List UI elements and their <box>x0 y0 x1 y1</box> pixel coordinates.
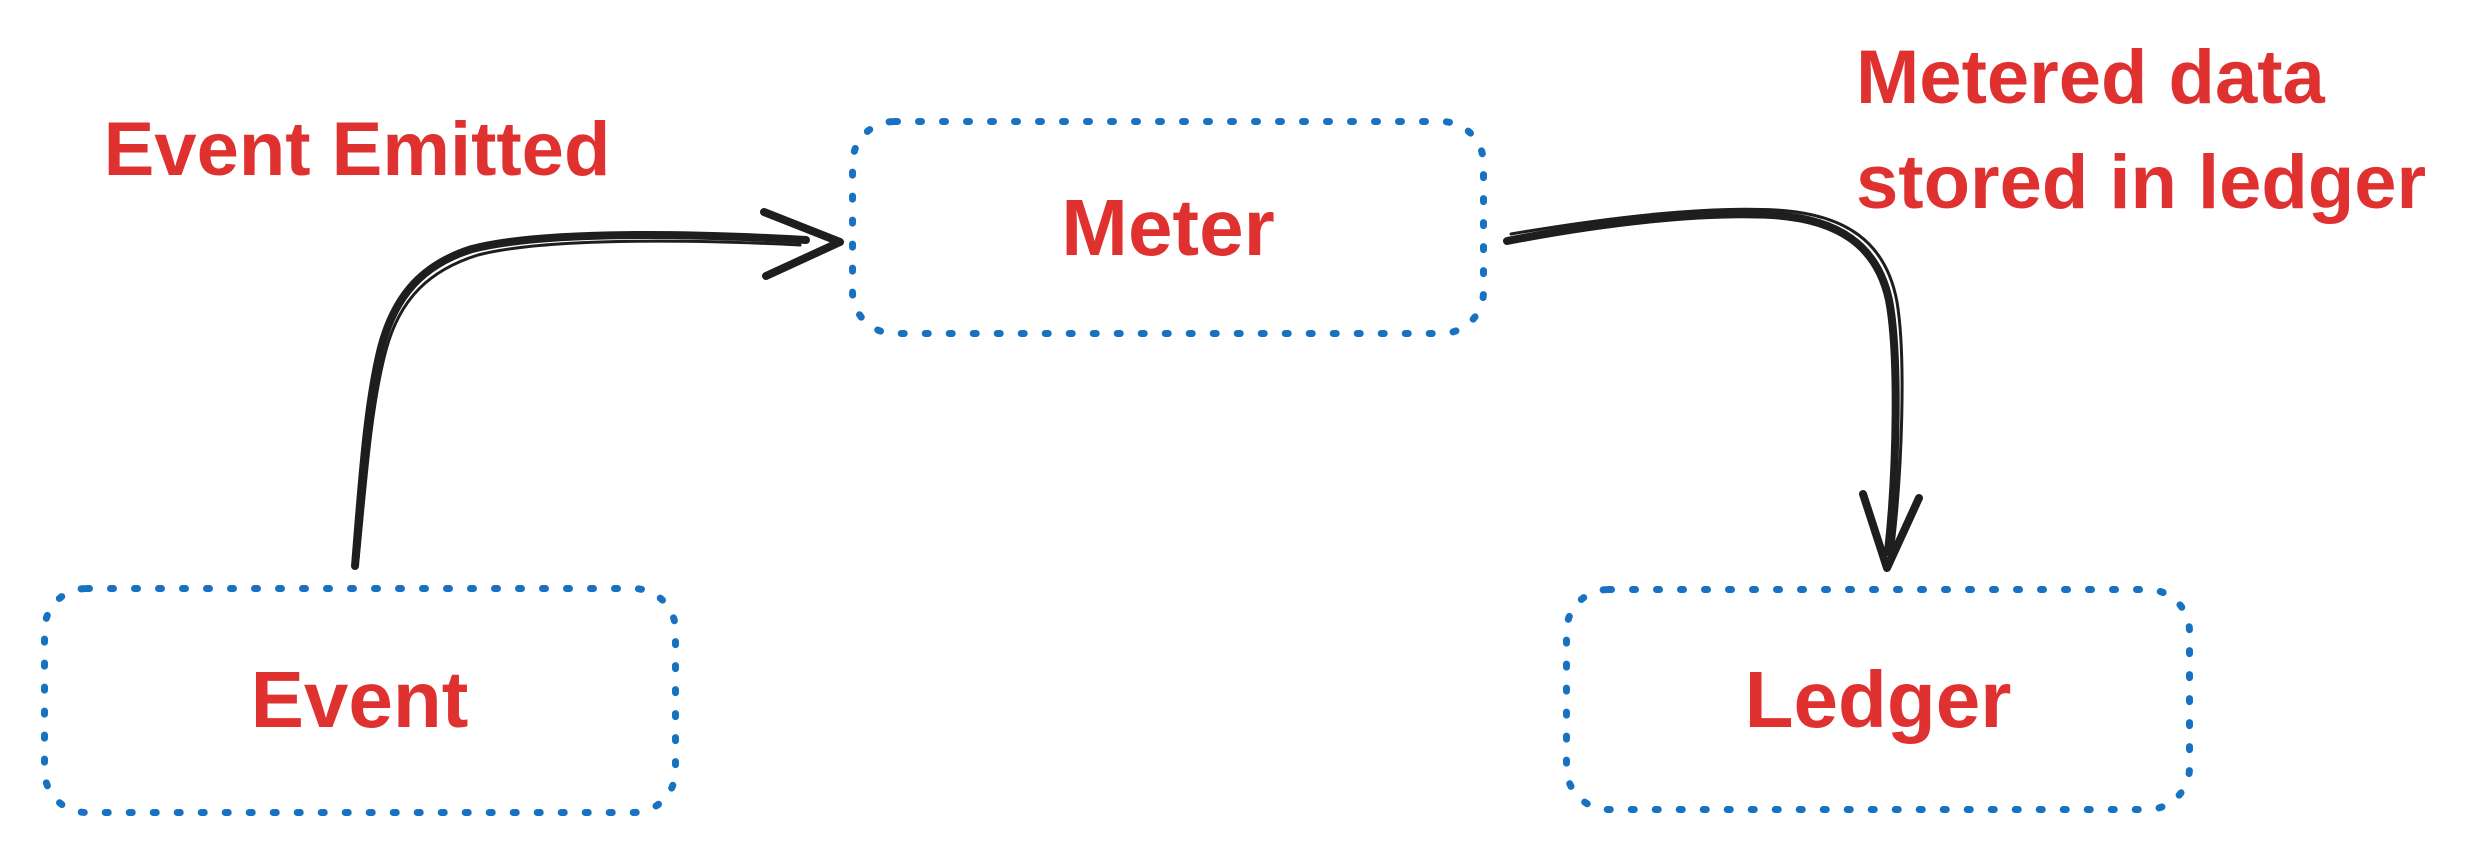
meter-node-label: Meter <box>1061 182 1275 272</box>
meter-to-ledger-arrowhead-icon <box>1859 490 1923 572</box>
event-emitted-edge-label: Event Emitted <box>103 107 611 192</box>
event-to-meter-arrow <box>351 231 810 570</box>
event-node-label: Event <box>250 655 469 744</box>
event-to-meter-arrow-sketch-stroke <box>356 239 802 562</box>
metered-data-edge-label: Metered data stored in ledger <box>1856 35 2427 225</box>
meter-node-border <box>849 118 1487 337</box>
event-to-meter-arrowhead-icon <box>760 208 844 280</box>
meter-to-ledger-arrow-sketch-stroke <box>1509 207 1904 548</box>
meter-to-ledger-arrow <box>1503 210 1900 556</box>
ledger-node-border <box>1563 586 2193 813</box>
ledger-node-label: Ledger <box>1744 654 2012 744</box>
